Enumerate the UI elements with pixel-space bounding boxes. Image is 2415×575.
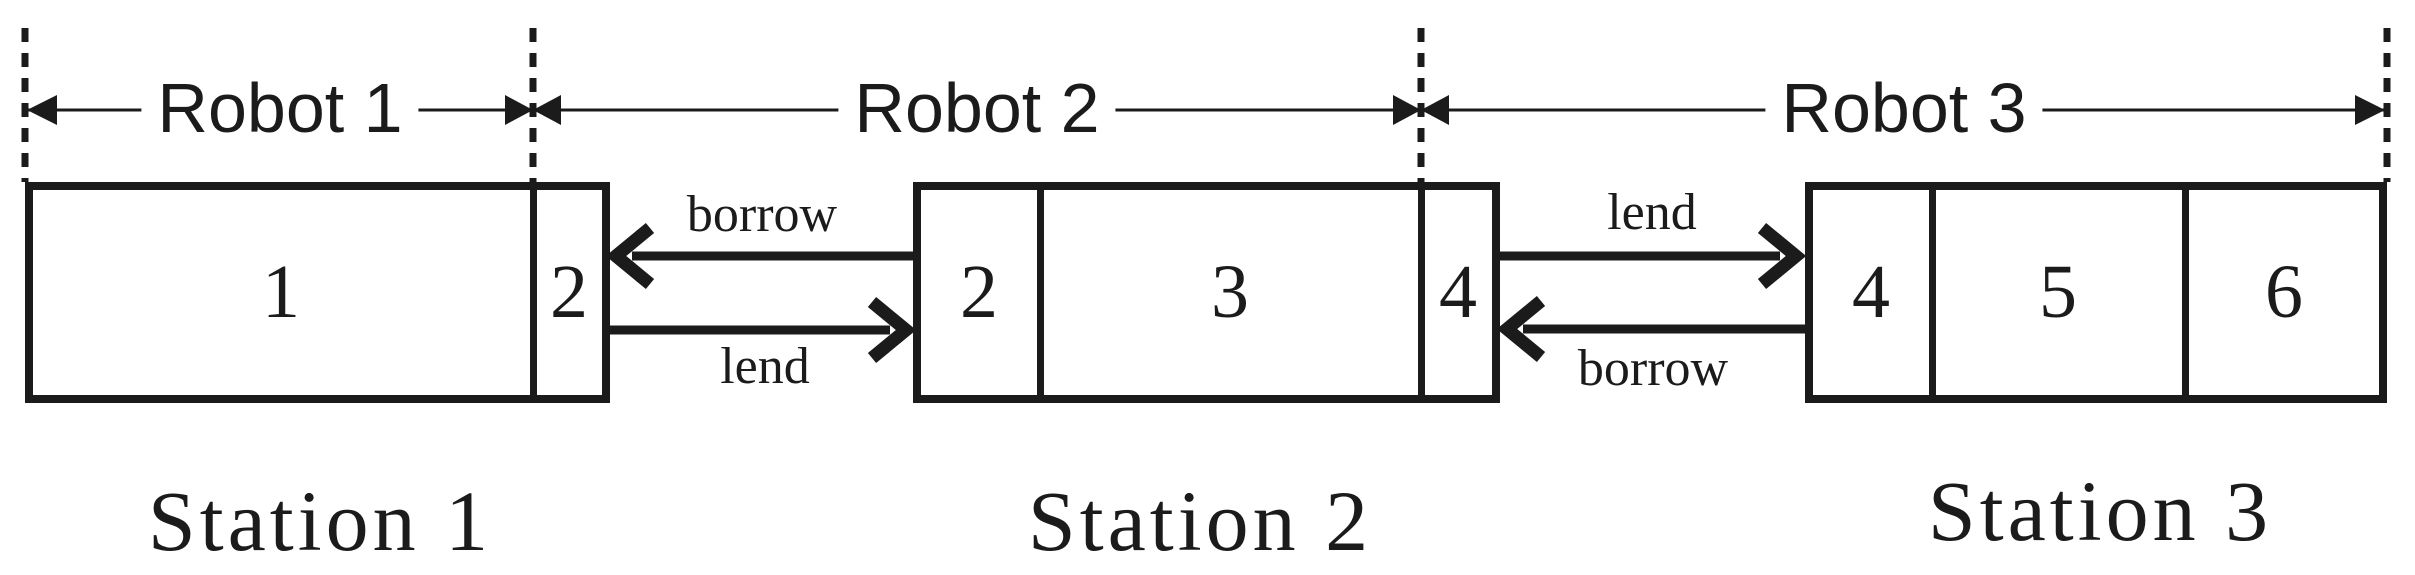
lend-label-1: lend xyxy=(720,338,810,395)
station-2-slot-3: 3 xyxy=(1211,250,1249,334)
dimension-arrowhead-right-icon xyxy=(2355,95,2385,125)
slot-divider xyxy=(1037,190,1044,395)
lend-arrowhead-right-icon xyxy=(1757,222,1807,290)
slot-divider xyxy=(1418,190,1425,395)
dimension-arrowhead-left-icon xyxy=(27,95,57,125)
dimension-arrowhead-icon xyxy=(533,95,561,125)
dimension-arrowhead-icon xyxy=(1393,95,1421,125)
station-1-box: 1 2 xyxy=(25,182,610,403)
borrow-arrowhead-left-icon xyxy=(605,222,655,290)
station-3-box: 4 5 6 xyxy=(1805,182,2387,403)
robot-3-span-label: Robot 3 xyxy=(1765,73,2043,143)
lend-arrowhead-right-icon xyxy=(867,296,917,364)
station-2-box: 2 3 4 xyxy=(913,182,1500,403)
dimension-arrowhead-icon xyxy=(1421,95,1449,125)
station-3-slot-5: 5 xyxy=(2039,250,2077,334)
lend-label-2: lend xyxy=(1607,184,1697,241)
station-3-slot-4: 4 xyxy=(1852,250,1890,334)
dimension-arrowhead-icon xyxy=(505,95,533,125)
station-3-label: Station 3 xyxy=(1927,463,2273,559)
robot-2-span-label: Robot 2 xyxy=(838,73,1116,143)
station-1-slot-2: 2 xyxy=(550,250,588,334)
slot-divider xyxy=(2182,190,2189,395)
borrow-arrowhead-left-icon xyxy=(1496,295,1546,363)
borrow-label-2: borrow xyxy=(1577,340,1729,397)
station-2-slot-2: 2 xyxy=(960,250,998,334)
borrow-label-1: borrow xyxy=(686,186,838,243)
station-1-label: Station 1 xyxy=(147,473,493,569)
slot-divider xyxy=(1929,190,1936,395)
station-2-label: Station 2 xyxy=(1027,473,1373,569)
station-1-slot-1: 1 xyxy=(262,250,300,334)
station-3-slot-6: 6 xyxy=(2265,250,2303,334)
slot-divider xyxy=(530,190,537,395)
station-2-slot-4: 4 xyxy=(1439,250,1477,334)
robot-1-span-label: Robot 1 xyxy=(141,73,419,143)
